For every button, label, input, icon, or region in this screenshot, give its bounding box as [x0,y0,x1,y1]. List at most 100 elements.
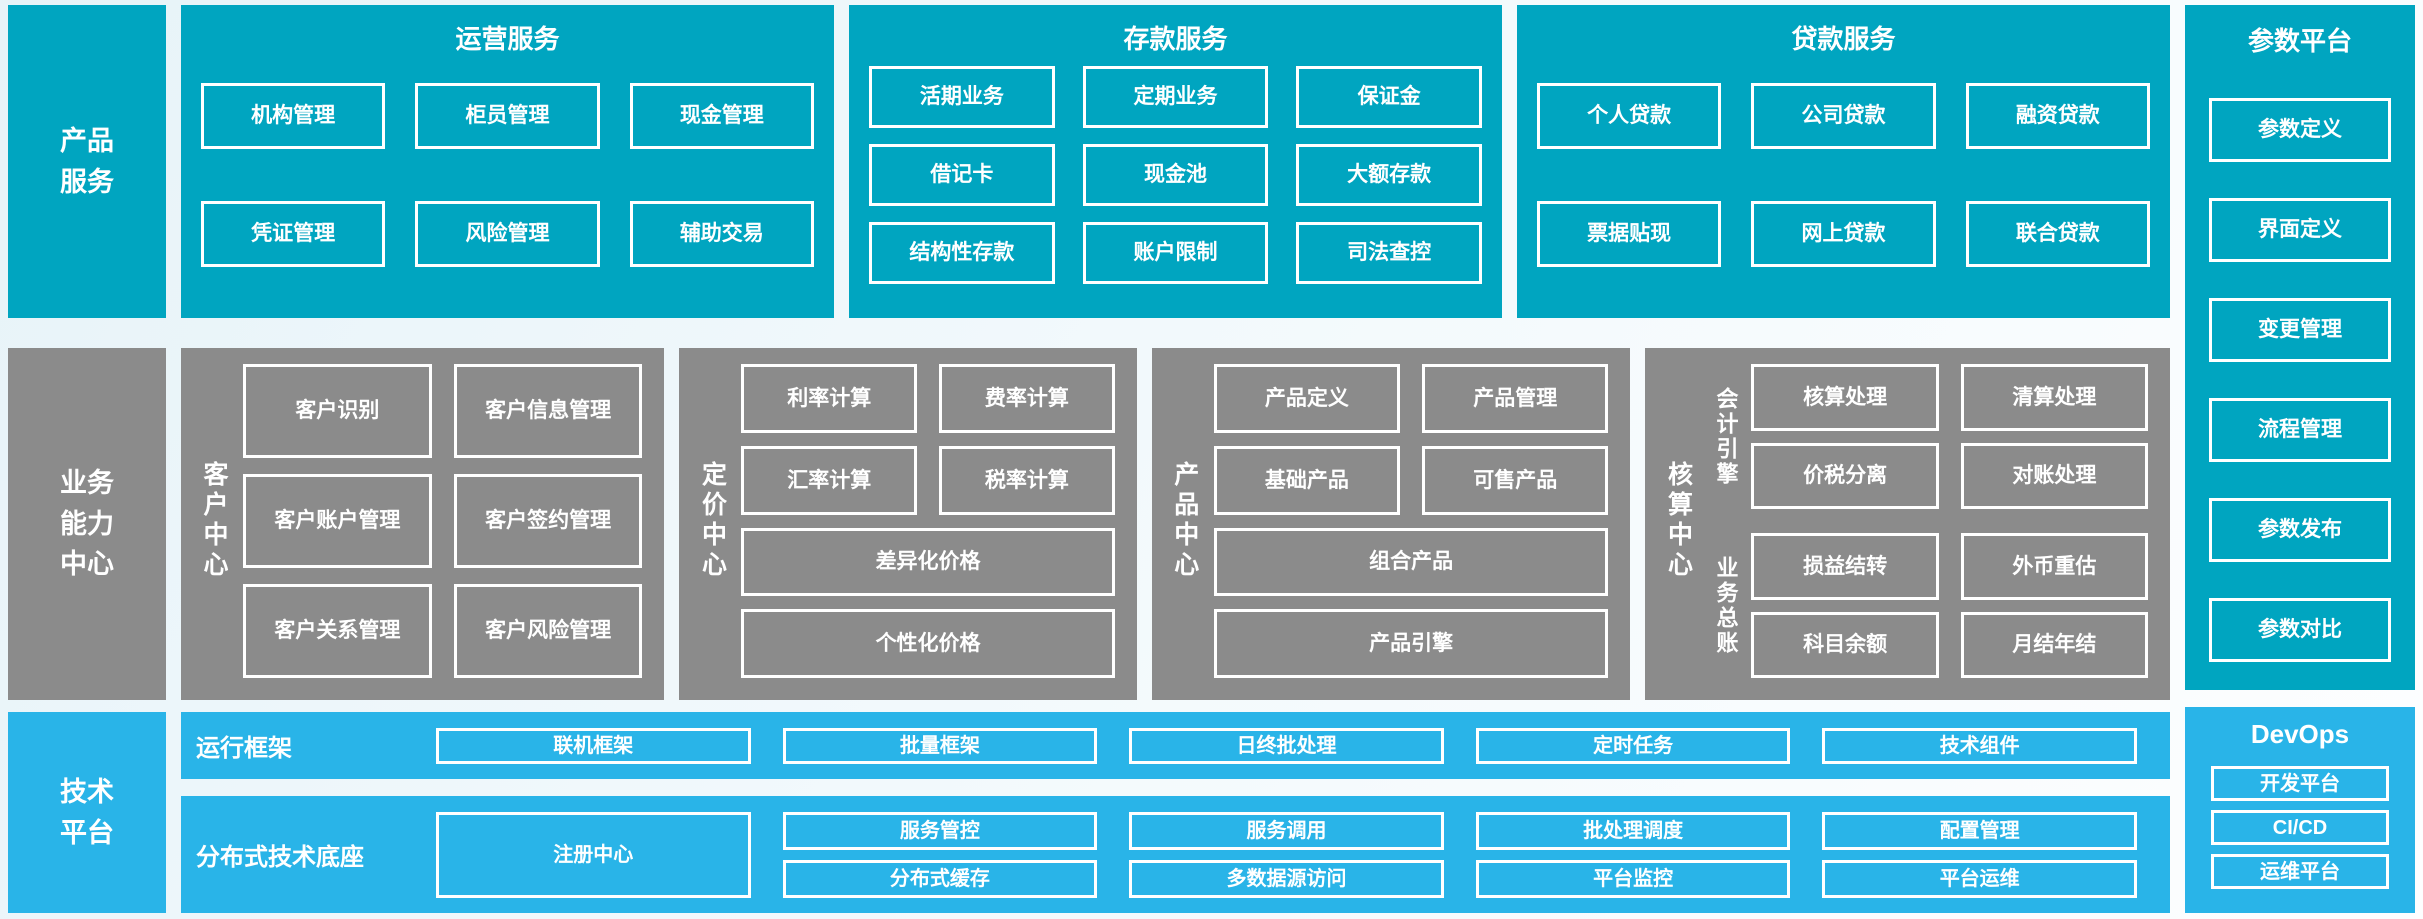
ledger-box: 外币重估 [1960,533,2148,600]
customer-center-grid: 客户识别 客户信息管理 客户账户管理 客户签约管理 客户关系管理 客户风险管理 [243,364,643,678]
parameter-platform-boxes: 参数定义 界面定义 变更管理 流程管理 参数发布 参数对比 [2209,98,2391,662]
deposit-box: 司法查控 [1296,221,1482,284]
product-box: 产品管理 [1422,364,1609,433]
distributed-base-bar: 分布式技术底座 注册中心 服务管控 服务调用 批处理调度 配置管理 分布式缓存 … [181,796,2170,913]
operations-services-grid: 机构管理 柜员管理 现金管理 凭证管理 风险管理 辅助交易 [199,57,816,292]
distributed-base-grid: 注册中心 服务管控 服务调用 批处理调度 配置管理 分布式缓存 多数据源访问 平… [436,811,2137,898]
deposit-box: 活期业务 [869,65,1055,128]
pricing-box-wide: 差异化价格 [741,527,1115,597]
customer-center-title: 客户中心 [200,461,228,581]
ledger-box: 科目余额 [1751,611,1939,678]
pricing-box: 费率计算 [939,364,1115,433]
loan-box: 个人贷款 [1537,82,1722,149]
pricing-box: 利率计算 [741,364,918,433]
accounting-engine-group: 会计引擎 核算处理 清算处理 价税分离 对账处理 [1707,364,2148,509]
loan-services-grid: 个人贷款 公司贷款 融资贷款 票据贴现 网上贷款 联合贷款 [1535,57,2152,292]
business-ledger-label: 业务总账 [1713,555,1739,656]
ops-box: 机构管理 [201,82,386,149]
accounting-box: 清算处理 [1960,364,2148,431]
runtime-framework-bar: 运行框架 联机框架 批量框架 日终批处理 定时任务 技术组件 [181,712,2170,779]
parameter-platform-title: 参数平台 [2247,26,2352,56]
loan-services-title: 贷款服务 [1791,24,1896,54]
runtime-box: 批量框架 [782,727,1098,764]
runtime-framework-label: 运行框架 [196,735,292,762]
pricing-box-wide: 个性化价格 [741,609,1115,678]
ops-box: 辅助交易 [629,200,814,267]
param-box: 变更管理 [2209,298,2391,362]
sidebar-business-capability: 业务 能力 中心 [8,348,166,700]
tech-platform-row: 技术 平台 运行框架 联机框架 批量框架 日终批处理 定时任务 技术组件 分布式… [8,712,2170,913]
distributed-box: 平台运维 [1822,859,2137,898]
distributed-box: 服务管控 [782,811,1098,850]
param-box: 界面定义 [2209,198,2391,262]
distributed-box: 批处理调度 [1475,811,1791,850]
customer-box: 客户关系管理 [243,584,432,678]
devops-title: DevOps [2250,719,2350,749]
sidebar-product-services: 产品 服务 [8,5,166,318]
deposit-box: 结构性存款 [869,221,1055,284]
ops-box: 现金管理 [629,82,814,149]
deposit-box: 定期业务 [1082,65,1269,128]
product-box: 可售产品 [1422,445,1609,515]
product-box: 基础产品 [1213,445,1401,515]
accounting-box: 价税分离 [1751,442,1939,509]
deposit-box: 保证金 [1296,65,1482,128]
ledger-box: 损益结转 [1751,533,1939,600]
distributed-box: 分布式缓存 [782,859,1098,898]
loan-box: 融资贷款 [1965,82,2150,149]
accounting-box: 对账处理 [1960,442,2148,509]
loan-box: 公司贷款 [1751,82,1936,149]
distributed-box: 平台监控 [1475,859,1791,898]
section-loan-services: 贷款服务 个人贷款 公司贷款 融资贷款 票据贴现 网上贷款 联合贷款 [1517,5,2170,318]
deposit-box: 账户限制 [1082,221,1269,284]
sidebar-product-services-label: 产品 服务 [60,126,114,197]
loan-box: 网上贷款 [1751,200,1936,267]
pricing-center-grid: 利率计算 费率计算 汇率计算 税率计算 差异化价格 个性化价格 [741,364,1115,678]
section-parameter-platform: 参数平台 参数定义 界面定义 变更管理 流程管理 参数发布 参数对比 [2185,5,2415,690]
loan-box: 联合贷款 [1965,200,2150,267]
customer-box: 客户信息管理 [453,364,643,458]
pricing-box: 税率计算 [939,445,1115,515]
runtime-box: 定时任务 [1475,727,1791,764]
deposit-box: 现金池 [1082,143,1269,206]
sidebar-business-capability-label: 业务 能力 中心 [60,468,114,580]
product-box: 产品定义 [1213,364,1401,433]
product-center-grid: 产品定义 产品管理 基础产品 可售产品 组合产品 产品引擎 [1213,364,1609,678]
accounting-box: 核算处理 [1751,364,1939,431]
deposit-services-title: 存款服务 [1123,24,1228,54]
devops-boxes: 开发平台 CI/CD 运维平台 [2211,766,2389,889]
main-diagram-area: 产品 服务 运营服务 机构管理 柜员管理 现金管理 凭证管理 风险管理 辅助交易… [8,5,2170,913]
product-box-wide: 产品引擎 [1213,609,1609,678]
business-capability-row: 业务 能力 中心 客户中心 客户识别 客户信息管理 客户账户管理 客户签约管理 … [8,348,2170,700]
customer-box: 客户账户管理 [243,474,432,568]
section-accounting-center: 核算中心 会计引擎 核算处理 清算处理 价税分离 对账处理 业务总账 [1645,348,2170,700]
product-center-title: 产品中心 [1170,461,1199,581]
ops-box: 柜员管理 [415,82,600,149]
accounting-engine-label: 会计引擎 [1713,386,1739,487]
operations-services-title: 运营服务 [455,24,560,54]
accounting-center-title: 核算中心 [1664,461,1693,581]
devops-box: 开发平台 [2211,766,2389,801]
section-devops: DevOps 开发平台 CI/CD 运维平台 [2185,707,2415,913]
section-pricing-center: 定价中心 利率计算 费率计算 汇率计算 税率计算 差异化价格 个性化价格 [679,348,1137,700]
runtime-box: 联机框架 [436,727,751,764]
distributed-base-label: 分布式技术底座 [196,844,364,871]
sidebar-tech-platform-label: 技术 平台 [60,777,114,848]
param-box: 参数发布 [2209,498,2391,562]
runtime-box: 日终批处理 [1129,727,1444,764]
pricing-box: 汇率计算 [741,445,918,515]
pricing-center-title: 定价中心 [698,461,727,581]
distributed-box: 服务调用 [1129,811,1444,850]
customer-box: 客户风险管理 [453,584,643,678]
sidebar-tech-platform: 技术 平台 [8,712,166,913]
param-box: 参数定义 [2209,98,2391,162]
deposit-box: 大额存款 [1296,143,1482,206]
param-box: 参数对比 [2209,598,2391,662]
devops-box: CI/CD [2211,810,2389,845]
section-operations-services: 运营服务 机构管理 柜员管理 现金管理 凭证管理 风险管理 辅助交易 [181,5,834,318]
runtime-box: 技术组件 [1822,727,2137,764]
ledger-box: 月结年结 [1960,611,2148,678]
distributed-box: 配置管理 [1822,811,2137,850]
deposit-box: 借记卡 [869,143,1055,206]
